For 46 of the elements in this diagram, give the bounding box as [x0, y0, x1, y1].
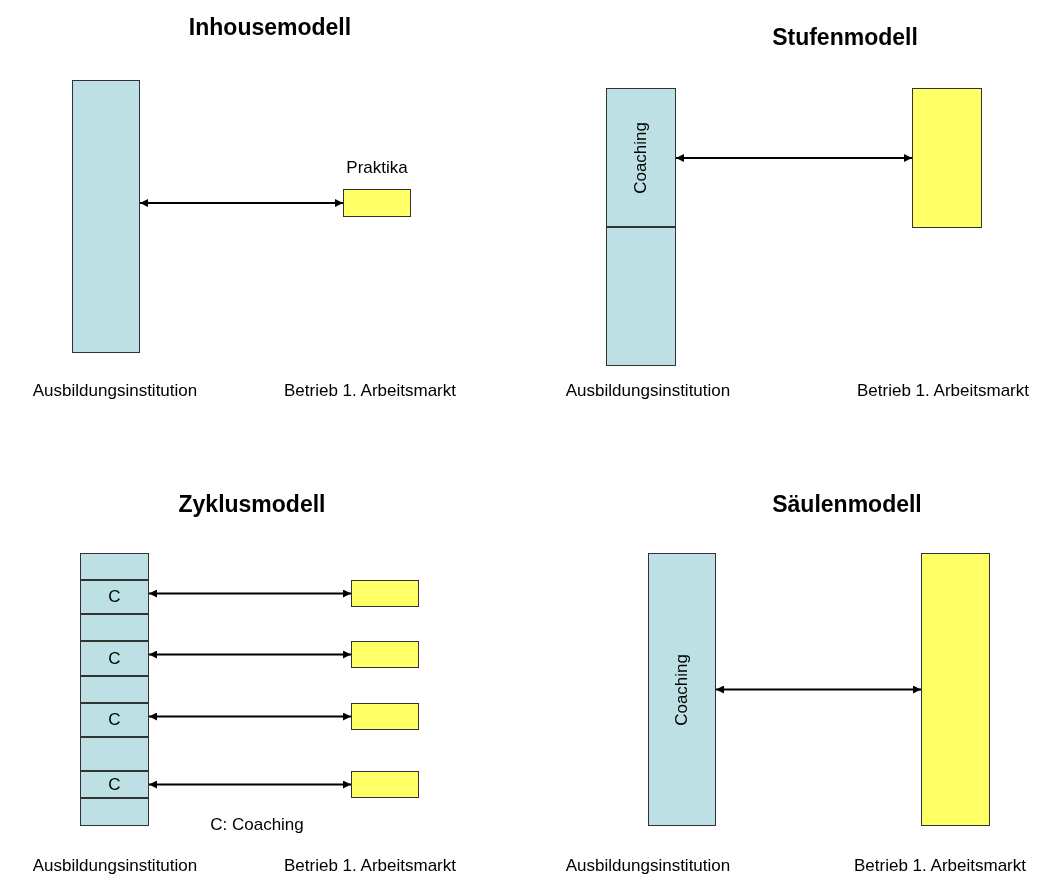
- segment-label: Coaching: [631, 121, 651, 194]
- panel-title: Stufenmodell: [772, 24, 918, 51]
- double-arrow: [148, 780, 352, 789]
- workplace-box: [351, 641, 419, 668]
- institution-segment: [80, 641, 149, 676]
- caption: Betrieb 1. Arbeitsmarkt: [284, 381, 456, 401]
- segment-label: C: [108, 710, 121, 730]
- caption: Ausbildungsinstitution: [565, 856, 731, 876]
- institution-segment: [80, 614, 149, 641]
- double-arrow: [675, 154, 913, 162]
- caption: Ausbildungsinstitution: [565, 381, 731, 401]
- caption: C: Coaching: [210, 815, 304, 835]
- workplace-box: [921, 553, 990, 826]
- segment-label: C: [108, 587, 121, 607]
- box-heading: Praktika: [346, 158, 408, 178]
- institution-segment: [80, 737, 149, 771]
- institution-segment: [606, 227, 676, 366]
- double-arrow: [148, 589, 352, 598]
- caption: Betrieb 1. Arbeitsmarkt: [854, 856, 1026, 876]
- institution-segment: [606, 88, 676, 227]
- double-arrow: [148, 650, 352, 659]
- caption: Betrieb 1. Arbeitsmarkt: [857, 381, 1029, 401]
- caption: Ausbildungsinstitution: [32, 856, 198, 876]
- panel-title: Zyklusmodell: [178, 491, 326, 518]
- institution-segment: [80, 771, 149, 798]
- double-arrow: [715, 685, 922, 694]
- caption: Ausbildungsinstitution: [32, 381, 198, 401]
- segment-label: Coaching: [672, 653, 692, 726]
- institution-segment: [80, 703, 149, 737]
- institution-segment: [80, 676, 149, 703]
- institution-segment: [72, 80, 140, 353]
- panel-title: Inhousemodell: [188, 14, 352, 41]
- institution-segment: [648, 553, 716, 826]
- institution-segment: [80, 580, 149, 614]
- workplace-box: [351, 771, 419, 798]
- workplace-box: [912, 88, 982, 228]
- panel-title: Säulenmodell: [772, 491, 922, 518]
- workplace-box: [351, 580, 419, 607]
- institution-segment: [80, 798, 149, 826]
- double-arrow: [148, 712, 352, 721]
- institution-segment: [80, 553, 149, 580]
- double-arrow: [139, 199, 344, 207]
- caption: Betrieb 1. Arbeitsmarkt: [284, 856, 456, 876]
- workplace-box: [351, 703, 419, 730]
- segment-label: C: [108, 774, 121, 795]
- segment-label: C: [108, 648, 121, 669]
